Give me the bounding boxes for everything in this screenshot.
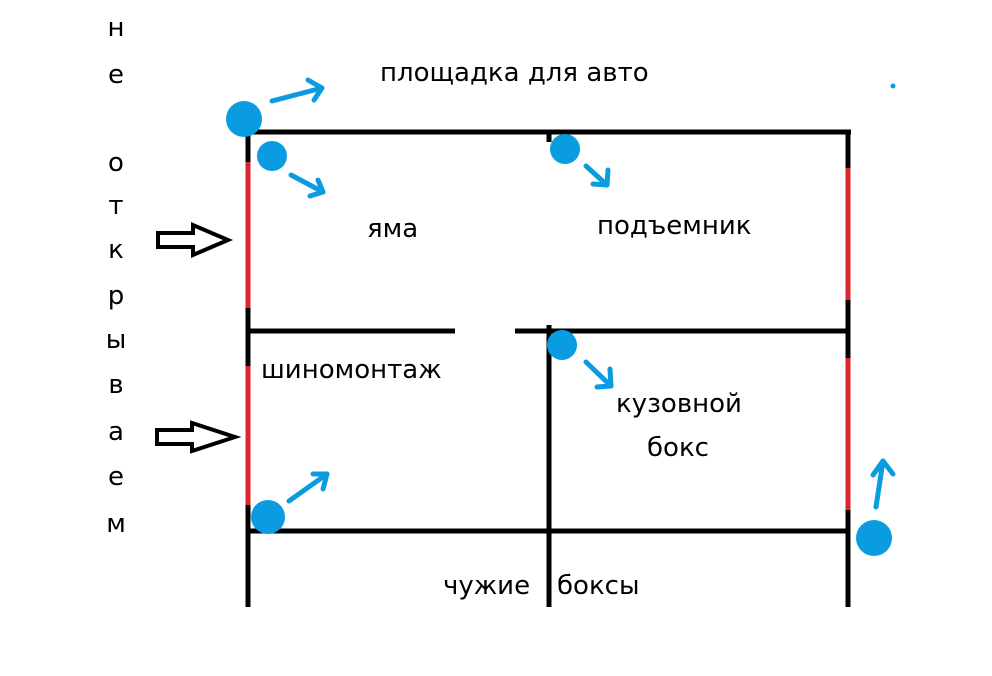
camera-direction-arrow xyxy=(269,85,325,104)
vertical-note-letter: м xyxy=(106,509,126,539)
camera-dot-icon xyxy=(226,101,262,137)
camera-direction-arrow xyxy=(583,163,610,188)
camera-direction-arrowhead xyxy=(590,167,611,188)
vertical-note-letter: е xyxy=(108,462,124,492)
camera-direction-arrow xyxy=(286,471,330,504)
cameras xyxy=(226,77,896,556)
camera-direction-arrowhead xyxy=(307,177,326,199)
camera-outside-top-left xyxy=(226,77,325,137)
camera-direction-arrowhead xyxy=(594,366,614,390)
camera-dot-icon xyxy=(547,330,577,360)
camera-direction-arrowhead xyxy=(305,77,325,103)
label-pit: яма xyxy=(367,214,418,244)
label-other-boxes-1: чужие xyxy=(443,571,530,601)
camera-pit xyxy=(257,141,326,199)
vertical-note-letter: в xyxy=(108,370,123,400)
vertical-note-letter: р xyxy=(108,281,125,311)
camera-dot-icon xyxy=(257,141,287,171)
vertical-note-letter: е xyxy=(108,60,124,90)
stray-dot xyxy=(890,83,896,89)
camera-direction-arrow xyxy=(873,458,886,510)
camera-outside-bottom-right xyxy=(856,458,896,556)
vertical-note-letter: а xyxy=(108,417,124,447)
camera-direction-arrow xyxy=(583,359,614,389)
label-lift: подъемник xyxy=(597,211,751,241)
vertical-note-letter: т xyxy=(108,191,123,221)
hollow-right-arrow-icon xyxy=(155,420,242,454)
entry-arrow-pit xyxy=(156,221,234,259)
vertical-note-letter: н xyxy=(108,13,125,43)
vertical-note: н е о т к р ы в а е м xyxy=(106,13,127,539)
camera-direction-arrowhead xyxy=(310,471,330,492)
camera-body-shop xyxy=(547,330,614,390)
label-tire-service: шиномонтаж xyxy=(261,355,442,385)
gates xyxy=(245,162,851,510)
hollow-right-arrow-icon xyxy=(156,221,234,259)
label-other-boxes-2: боксы xyxy=(557,571,639,601)
vertical-note-letter: к xyxy=(108,235,124,265)
camera-direction-arrow xyxy=(288,172,326,195)
camera-tire-service xyxy=(251,471,330,534)
label-body-shop-line1: кузовной xyxy=(616,389,742,419)
camera-direction-arrowhead xyxy=(870,458,896,478)
camera-lift xyxy=(550,134,611,188)
entry-arrow-tire xyxy=(155,420,242,454)
vertical-note-letter: о xyxy=(108,148,124,178)
label-parking: площадка для авто xyxy=(380,58,649,88)
vertical-note-letter: ы xyxy=(106,325,127,355)
camera-dot-icon xyxy=(856,520,892,556)
camera-dot-icon xyxy=(251,500,285,534)
camera-dot-icon xyxy=(550,134,580,164)
label-body-shop-line2: бокс xyxy=(647,433,709,463)
